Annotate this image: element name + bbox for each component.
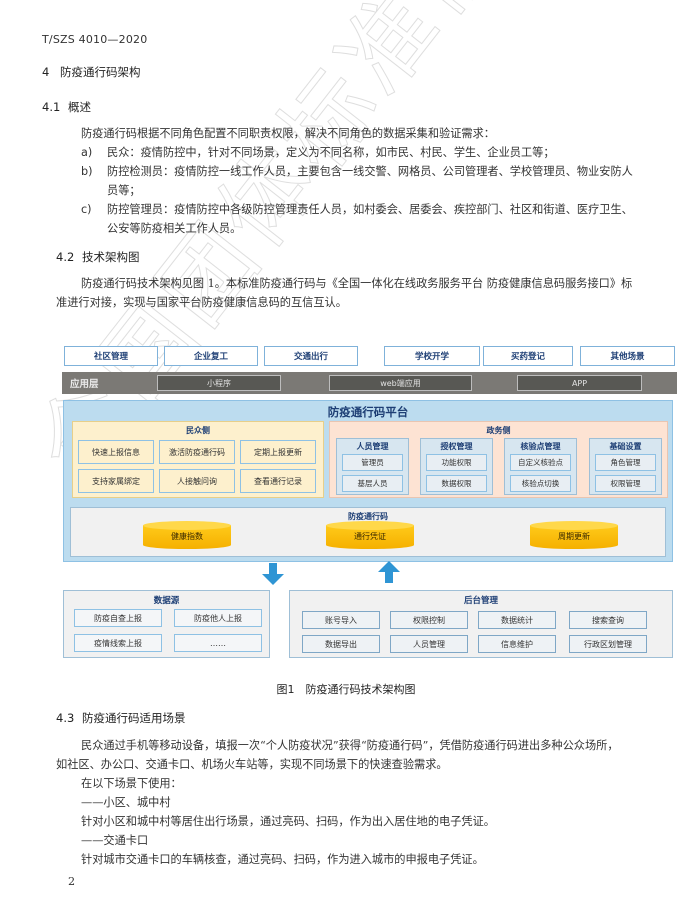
list-item: b) 防控检测员：疫情防控一线工作人员，主要包含一线交警、网格员、公司管理者、学… bbox=[81, 162, 641, 200]
app-mobile: APP bbox=[517, 375, 642, 391]
figure-caption: 图1 防疫通行码技术架构图 bbox=[276, 683, 416, 696]
page-number: 2 bbox=[68, 875, 76, 888]
gov-group-title: 授权管理 bbox=[440, 442, 473, 451]
architecture-paragraph: 防疫通行码技术架构见图 1。本标准防疫通行码与《全国一体化在线政务服务平台 防疫… bbox=[56, 277, 633, 309]
section-number: 4 bbox=[42, 65, 50, 79]
list-text: 防控检测员：疫情防控一线工作人员，主要包含一线交警、网格员、公司管理者、学校管理… bbox=[107, 165, 633, 197]
scene-description: 针对小区和城中村等居住出行场景，通过亮码、扫码，作为出入居住地的电子凭证。 bbox=[81, 815, 495, 828]
scenario-box: 学校开学 bbox=[384, 346, 480, 366]
gov-group-title: 基础设置 bbox=[609, 442, 642, 451]
backend-management-section: 后台管理 账号导入 权限控制 数据统计 搜索查询 数据导出 人员管理 信息维护 … bbox=[289, 590, 673, 658]
gov-group-checkpoint: 核验点管理 自定义核验点 核验点切换 bbox=[504, 438, 577, 495]
scenario-box: 企业复工 bbox=[164, 346, 258, 366]
scene-title: ——小区、城中村 bbox=[81, 796, 171, 809]
backend-function: 数据导出 bbox=[302, 635, 380, 653]
section-4-1-heading: 4.1 概述 bbox=[42, 99, 91, 115]
section-4-3-heading: 4.3 防疫通行码适用场景 bbox=[56, 710, 186, 726]
app-web: web端应用 bbox=[329, 375, 472, 391]
gov-group-title: 人员管理 bbox=[356, 442, 389, 451]
gov-function: 角色管理 bbox=[595, 454, 656, 471]
list-label: a) bbox=[81, 146, 93, 159]
gov-function: 自定义核验点 bbox=[510, 454, 571, 471]
scenarios-paragraph: 民众通过手机等移动设备，填报一次“个人防疫状况”获得“防疫通行码”，凭借防疫通行… bbox=[56, 739, 619, 771]
backend-function: 人员管理 bbox=[390, 635, 468, 653]
citizen-side-title: 民众侧 bbox=[186, 426, 210, 435]
gov-function: 管理员 bbox=[342, 454, 403, 471]
database-cylinder-icon: 通行凭证 bbox=[326, 521, 414, 552]
citizen-side: 民众侧 快速上报信息 激活防疫通行码 定期上报更新 支持家属绑定 人接触问询 查… bbox=[72, 421, 324, 498]
list-text: 民众：疫情防控中，针对不同场景，定义为不同名称，如市民、村民、学生、企业员工等； bbox=[107, 146, 555, 159]
section-number: 4.2 bbox=[56, 250, 75, 264]
app-mini-program: 小程序 bbox=[157, 375, 281, 391]
list-text: 防控管理员：疫情防控中各级防控管理责任人员，如村委会、居委会、疾控部门、社区和街… bbox=[107, 203, 633, 235]
scenario-box: 社区管理 bbox=[64, 346, 158, 366]
document-code: T/SZS 4010—2020 bbox=[42, 33, 148, 46]
data-source-section: 数据源 防疫自查上报 防疫他人上报 疫情线索上报 …… bbox=[63, 590, 270, 658]
section-title: 防疫通行码架构 bbox=[60, 65, 141, 79]
gov-group-title: 核验点管理 bbox=[520, 442, 561, 451]
citizen-function: 快速上报信息 bbox=[78, 440, 154, 464]
list-item: a) 民众：疫情防控中，针对不同场景，定义为不同名称，如市民、村民、学生、企业员… bbox=[81, 143, 641, 162]
section-number: 4.1 bbox=[42, 100, 61, 114]
list-label: c) bbox=[81, 203, 92, 216]
section-4-2-heading: 4.2 技术架构图 bbox=[56, 249, 140, 265]
gov-function: 核验点切换 bbox=[510, 475, 571, 492]
gov-group-personnel: 人员管理 管理员 基层人员 bbox=[336, 438, 409, 495]
scene-description: 针对城市交通卡口的车辆核查，通过亮码、扫码，作为进入城市的申报电子凭证。 bbox=[81, 853, 484, 866]
backend-function: 账号导入 bbox=[302, 611, 380, 629]
citizen-function: 定期上报更新 bbox=[240, 440, 316, 464]
database-cylinder-icon: 周期更新 bbox=[530, 521, 618, 552]
pass-code-title: 防疫通行码 bbox=[348, 512, 388, 521]
section-4-heading: 4 防疫通行码架构 bbox=[42, 64, 141, 80]
citizen-function: 支持家属绑定 bbox=[78, 469, 154, 493]
data-source-title: 数据源 bbox=[153, 596, 180, 606]
pass-code-section: 防疫通行码 健康指数 通行凭证 周期更新 bbox=[70, 507, 666, 557]
government-side: 政务侧 人员管理 管理员 基层人员 授权管理 功能权限 数据权限 核验点管理 自… bbox=[329, 421, 668, 498]
section-title: 防疫通行码适用场景 bbox=[82, 711, 186, 725]
backend-management-title: 后台管理 bbox=[463, 596, 498, 606]
application-layer: 应用层 小程序 web端应用 APP bbox=[62, 372, 677, 394]
cylinder-label: 周期更新 bbox=[558, 532, 590, 541]
arrow-down-icon bbox=[262, 563, 284, 585]
citizen-function: 激活防疫通行码 bbox=[159, 440, 235, 464]
section-title: 概述 bbox=[68, 100, 91, 114]
government-side-title: 政务侧 bbox=[486, 426, 511, 435]
data-source-item: 防疫自查上报 bbox=[74, 609, 162, 627]
cylinder-label: 健康指数 bbox=[171, 532, 203, 541]
data-source-item: 防疫他人上报 bbox=[174, 609, 262, 627]
gov-function: 权限管理 bbox=[595, 475, 656, 492]
backend-function: 搜索查询 bbox=[569, 611, 647, 629]
use-intro: 在以下场景下使用： bbox=[81, 777, 182, 790]
gov-function: 数据权限 bbox=[426, 475, 487, 492]
data-source-item: 疫情线索上报 bbox=[74, 634, 162, 652]
database-cylinder-icon: 健康指数 bbox=[143, 521, 231, 552]
overview-intro: 防疫通行码根据不同角色配置不同职责权限，解决不同角色的数据采集和验证需求： bbox=[81, 127, 495, 140]
gov-group-authorization: 授权管理 功能权限 数据权限 bbox=[420, 438, 493, 495]
backend-function: 数据统计 bbox=[478, 611, 556, 629]
backend-function: 行政区划管理 bbox=[569, 635, 647, 653]
backend-function: 权限控制 bbox=[390, 611, 468, 629]
list-item: c) 防控管理员：疫情防控中各级防控管理责任人员，如村委会、居委会、疾控部门、社… bbox=[81, 200, 641, 238]
citizen-function: 人接触问询 bbox=[159, 469, 235, 493]
section-title: 技术架构图 bbox=[82, 250, 140, 264]
scenario-box: 买药登记 bbox=[483, 346, 573, 366]
backend-function: 信息维护 bbox=[478, 635, 556, 653]
data-source-item: …… bbox=[174, 634, 262, 652]
platform-title: 防疫通行码平台 bbox=[327, 405, 409, 419]
gov-function: 基层人员 bbox=[342, 475, 403, 492]
list-label: b) bbox=[81, 165, 93, 178]
citizen-function: 查看通行记录 bbox=[240, 469, 316, 493]
gov-group-settings: 基础设置 角色管理 权限管理 bbox=[589, 438, 662, 495]
application-layer-title: 应用层 bbox=[70, 379, 99, 390]
scenario-box: 其他场景 bbox=[580, 346, 675, 366]
pass-code-platform: 防疫通行码平台 民众侧 快速上报信息 激活防疫通行码 定期上报更新 支持家属绑定… bbox=[63, 400, 673, 562]
section-number: 4.3 bbox=[56, 711, 75, 725]
cylinder-label: 通行凭证 bbox=[354, 532, 386, 541]
scenario-box: 交通出行 bbox=[264, 346, 358, 366]
arrow-up-icon bbox=[378, 561, 400, 583]
gov-function: 功能权限 bbox=[426, 454, 487, 471]
scene-title: ——交通卡口 bbox=[81, 834, 149, 847]
